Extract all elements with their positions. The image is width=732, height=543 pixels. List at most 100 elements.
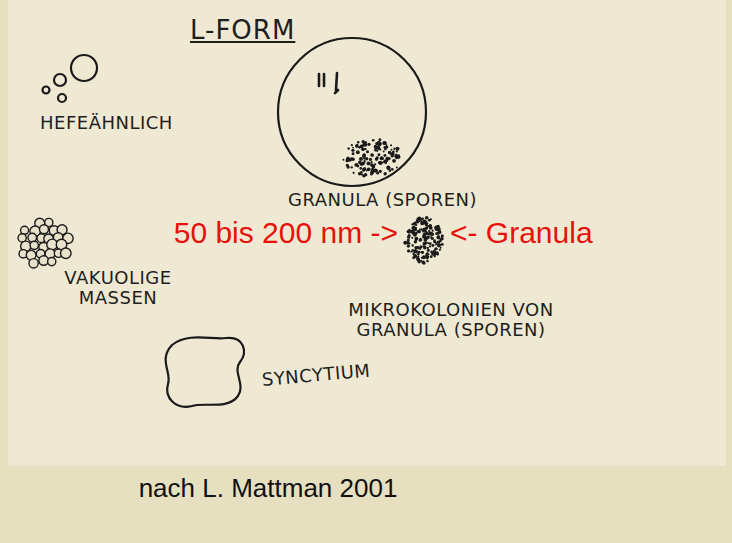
granulum: [351, 149, 354, 152]
granulum: [386, 166, 390, 170]
granulum: [342, 159, 344, 161]
granulum: [422, 255, 426, 259]
granulum: [437, 240, 441, 244]
granulum: [352, 152, 355, 155]
granulum: [435, 251, 439, 255]
granulum: [377, 141, 381, 145]
granulum: [417, 230, 420, 233]
granulum: [411, 237, 413, 239]
syncytium-outline: [166, 337, 244, 406]
granulum: [383, 172, 386, 175]
granulum: [391, 152, 395, 156]
yeast-cell: [43, 87, 50, 94]
granulum: [431, 237, 434, 240]
granulum: [440, 247, 442, 249]
granulum: [377, 153, 380, 156]
granulum: [390, 154, 393, 157]
granulum: [364, 159, 366, 161]
granulum: [374, 169, 378, 173]
granulum: [376, 150, 378, 152]
granulum: [352, 147, 354, 149]
shape-label: HEFEÄHNLICH: [40, 113, 173, 133]
granulum: [370, 164, 372, 166]
granulum: [427, 249, 430, 252]
granulum: [429, 226, 433, 230]
granulum: [430, 255, 433, 258]
granulum: [419, 238, 422, 241]
granulum: [427, 225, 429, 227]
vacuole: [30, 241, 38, 249]
granulum: [435, 247, 438, 250]
granulum: [414, 256, 416, 258]
granulum: [431, 244, 434, 247]
granulum: [383, 141, 386, 144]
granulum: [396, 147, 400, 151]
granulum: [362, 140, 365, 143]
granulum: [426, 253, 429, 256]
granulum: [359, 167, 362, 170]
granulum: [412, 249, 414, 251]
granulum: [428, 231, 430, 233]
granulum: [362, 148, 365, 151]
granulum: [365, 141, 368, 144]
shape-label: GRANULA (SPOREN): [288, 190, 477, 210]
vacuole: [39, 256, 49, 266]
granulum: [383, 151, 385, 153]
granulum: [414, 237, 418, 241]
granulum: [358, 146, 361, 149]
granulum: [433, 250, 436, 253]
caption: nach L. Mattman 2001: [139, 474, 398, 503]
granulum: [417, 259, 420, 262]
granulum: [413, 256, 415, 258]
granulum: [382, 157, 384, 159]
granulum: [351, 166, 353, 168]
granulum: [427, 247, 429, 249]
granulum: [396, 166, 398, 168]
granulum: [433, 239, 436, 242]
granulum: [388, 151, 391, 154]
title: L-FORM: [190, 16, 295, 45]
granulum: [425, 239, 427, 241]
granulum: [419, 239, 422, 242]
granulum: [426, 260, 428, 262]
granulum: [417, 255, 419, 257]
granulum: [439, 244, 441, 246]
granulum: [391, 168, 394, 171]
granulum: [380, 149, 382, 151]
granulum: [422, 261, 426, 265]
granulum: [383, 154, 386, 157]
granulum: [423, 219, 427, 223]
granulum: [366, 169, 368, 171]
granulum: [351, 157, 355, 161]
granulum: [413, 233, 417, 237]
granulum: [441, 234, 444, 237]
granulum: [414, 250, 417, 253]
granulum: [372, 139, 375, 142]
granulum: [391, 154, 394, 157]
yeast-cell: [58, 94, 66, 102]
granulum: [379, 170, 382, 173]
yeast-cell: [54, 74, 66, 86]
granulum: [406, 241, 409, 244]
vacuole: [28, 233, 37, 242]
granulum: [364, 173, 367, 176]
granulum: [414, 230, 416, 232]
granulum: [365, 157, 368, 160]
granulum: [427, 256, 430, 259]
granulum: [346, 164, 349, 167]
vacuolar-mass: [18, 218, 73, 268]
granulum: [360, 162, 363, 165]
granulum: [420, 260, 422, 262]
granulum: [434, 247, 437, 250]
granulum: [436, 227, 440, 231]
granulum: [407, 244, 410, 247]
granulum: [360, 163, 363, 166]
granulum: [358, 172, 362, 176]
granulum: [352, 172, 354, 174]
granulum: [383, 146, 386, 149]
granulum: [359, 157, 362, 160]
granulum: [411, 226, 415, 230]
granulum: [435, 227, 439, 231]
granulum: [431, 230, 433, 232]
